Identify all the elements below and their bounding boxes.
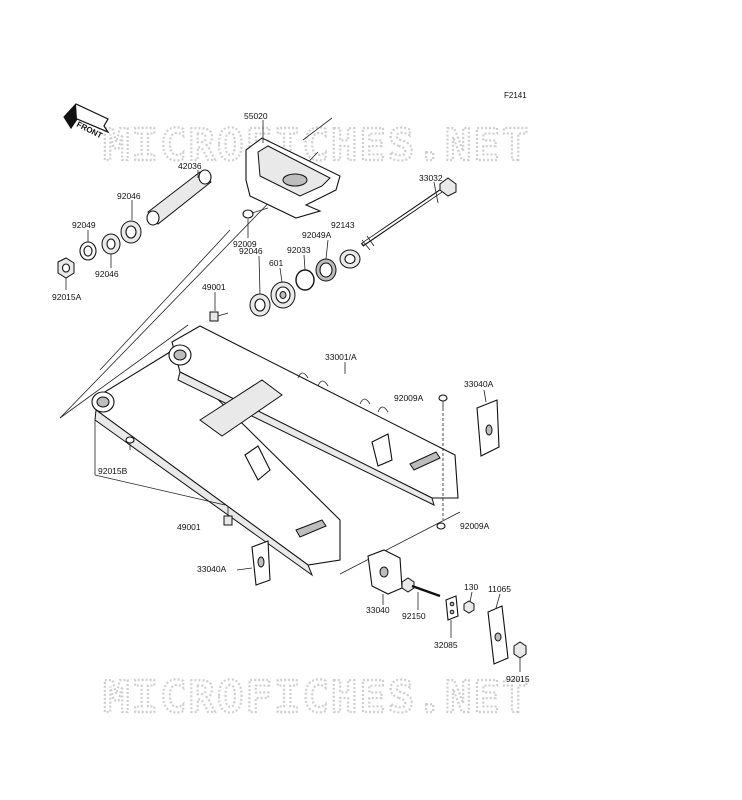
part-label-92046: 92046 (117, 191, 141, 201)
bolt-92009A (438, 394, 448, 408)
bolt-92009A (436, 522, 446, 530)
part-label-601: 601 (269, 258, 283, 268)
leader-line (279, 267, 283, 283)
pivot-shaft-33032 (360, 177, 457, 251)
needle-bearing-92046 (101, 233, 121, 255)
part-label-55020: 55020 (244, 111, 268, 121)
figure-id: F2141 (504, 91, 527, 100)
swingarm-33001A (91, 325, 459, 577)
leader-line (325, 239, 329, 260)
leader-line (303, 254, 306, 271)
leader-line (59, 324, 189, 419)
grease-nipple-49001 (223, 506, 233, 526)
part-label-92015A: 92015A (52, 292, 82, 302)
seal-92049 (79, 241, 97, 261)
plate-32085 (445, 595, 459, 621)
part-label-49001: 49001 (177, 522, 201, 532)
part-label-92143: 92143 (331, 220, 355, 230)
part-label-33032: 33032 (419, 173, 443, 183)
part-label-130: 130 (464, 582, 478, 592)
part-label-92009A: 92009A (460, 521, 490, 531)
bolt-92009 (242, 207, 269, 219)
part-label-92046: 92046 (95, 269, 119, 279)
part-label-92049A: 92049A (302, 230, 332, 240)
part-label-33040: 33040 (366, 605, 390, 615)
leader-line (94, 474, 226, 506)
adjuster-plate-33040A (251, 540, 271, 586)
front-arrow-icon: FRONT (63, 103, 110, 140)
leader-line (339, 511, 461, 575)
part-label-92033: 92033 (287, 245, 311, 255)
leader-line (483, 389, 487, 403)
needle-bearing-92046 (249, 293, 271, 317)
ball-bearing-601 (270, 281, 296, 309)
collar-92143 (339, 249, 361, 269)
leader-line (99, 229, 231, 371)
seal-92049A (315, 258, 337, 282)
leader-line (258, 255, 261, 295)
part-label-92049: 92049 (72, 220, 96, 230)
grease-nipple-49001 (209, 311, 229, 322)
part-label-42036: 42036 (178, 161, 202, 171)
leader-line (302, 117, 333, 141)
leader-line (495, 593, 501, 609)
sleeve-42036 (146, 169, 212, 226)
adjuster-plate-33040A (476, 399, 500, 457)
bolt-92015B (125, 436, 135, 450)
bolt-92150 (401, 577, 441, 598)
part-label-92009A: 92009A (394, 393, 424, 403)
part-label-33001A: 33001/A (325, 352, 357, 362)
nut-130 (463, 600, 475, 614)
part-label-92009: 92009 (233, 239, 257, 249)
part-label-92015B: 92015B (98, 466, 128, 476)
watermark-top: MICROFICHES.NET (103, 120, 530, 171)
nut-92015 (513, 641, 527, 659)
circlip-92033 (295, 269, 315, 291)
adjuster-block-33040 (367, 549, 403, 595)
part-label-92046: 92046 (239, 246, 263, 256)
part-label-32085: 32085 (434, 640, 458, 650)
chain-guard-55020 (245, 137, 341, 219)
part-label-33040A: 33040A (464, 379, 494, 389)
watermark-bottom: MICROFICHES.NET (103, 672, 530, 723)
leader-line (236, 567, 253, 571)
bracket-11065 (487, 605, 509, 665)
part-label-11065: 11065 (488, 584, 511, 594)
part-label-33040A: 33040A (197, 564, 227, 574)
part-label-92015: 92015 (506, 674, 530, 684)
needle-bearing-92046 (120, 220, 142, 244)
part-label-49001: 49001 (202, 282, 226, 292)
part-label-92150: 92150 (402, 611, 426, 621)
leader-line (469, 591, 473, 603)
leader-line (433, 181, 439, 204)
nut-92015A (57, 257, 75, 279)
